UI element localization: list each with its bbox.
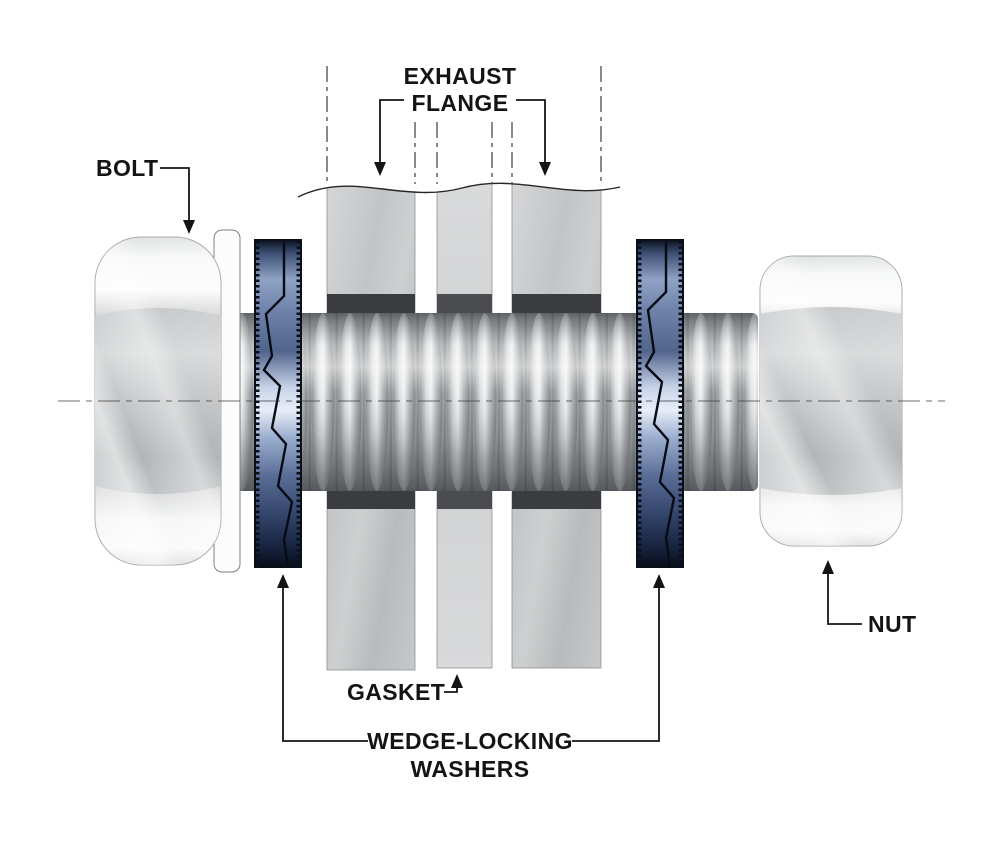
flange-right-hole-shadow-top [512,294,601,317]
wedge-washers-leader-left [277,574,368,742]
gasket-hole-shadow-top [437,294,492,317]
bolt-leader-line [160,167,195,234]
wedge-washers-label-line2: WASHERS [410,756,529,782]
nut-leader-line [822,560,862,625]
wedge-washer-right [636,239,684,568]
flange-left-hole-shadow-bottom [327,486,415,509]
flange-break-line [297,182,621,198]
exhaust-flange-label-line1: EXHAUST [404,63,517,89]
nut-label: NUT [868,611,916,637]
washer-right-body [636,239,684,568]
flange-left-hole-shadow-top [327,294,415,317]
flange-break-mask [298,128,620,197]
exhaust-flange-leader-left [374,99,404,176]
gasket-leader-line [444,674,463,693]
shaft-shading [230,313,758,491]
callouts: BOLT EXHAUST FLANGE GASKET WEDGE-LOCKING… [96,63,916,782]
bolt-label: BOLT [96,155,159,181]
flange-right-hole-shadow-bottom [512,486,601,509]
threaded-shaft [230,313,758,491]
gasket-label: GASKET [347,679,445,705]
exhaust-flange-label-line2: FLANGE [412,90,509,116]
gasket-hole-shadow-bottom [437,486,492,509]
washer-left-body [254,239,302,568]
wedge-washers-label-line1: WEDGE-LOCKING [367,728,573,754]
washer-right-cam-zigzag [644,242,676,567]
wedge-washer-left [254,239,302,568]
vertical-centerlines [326,66,602,184]
washer-left-cam-zigzag [262,242,294,567]
exhaust-flange-leader-right [516,99,551,176]
wedge-washers-leader-right [572,574,665,742]
